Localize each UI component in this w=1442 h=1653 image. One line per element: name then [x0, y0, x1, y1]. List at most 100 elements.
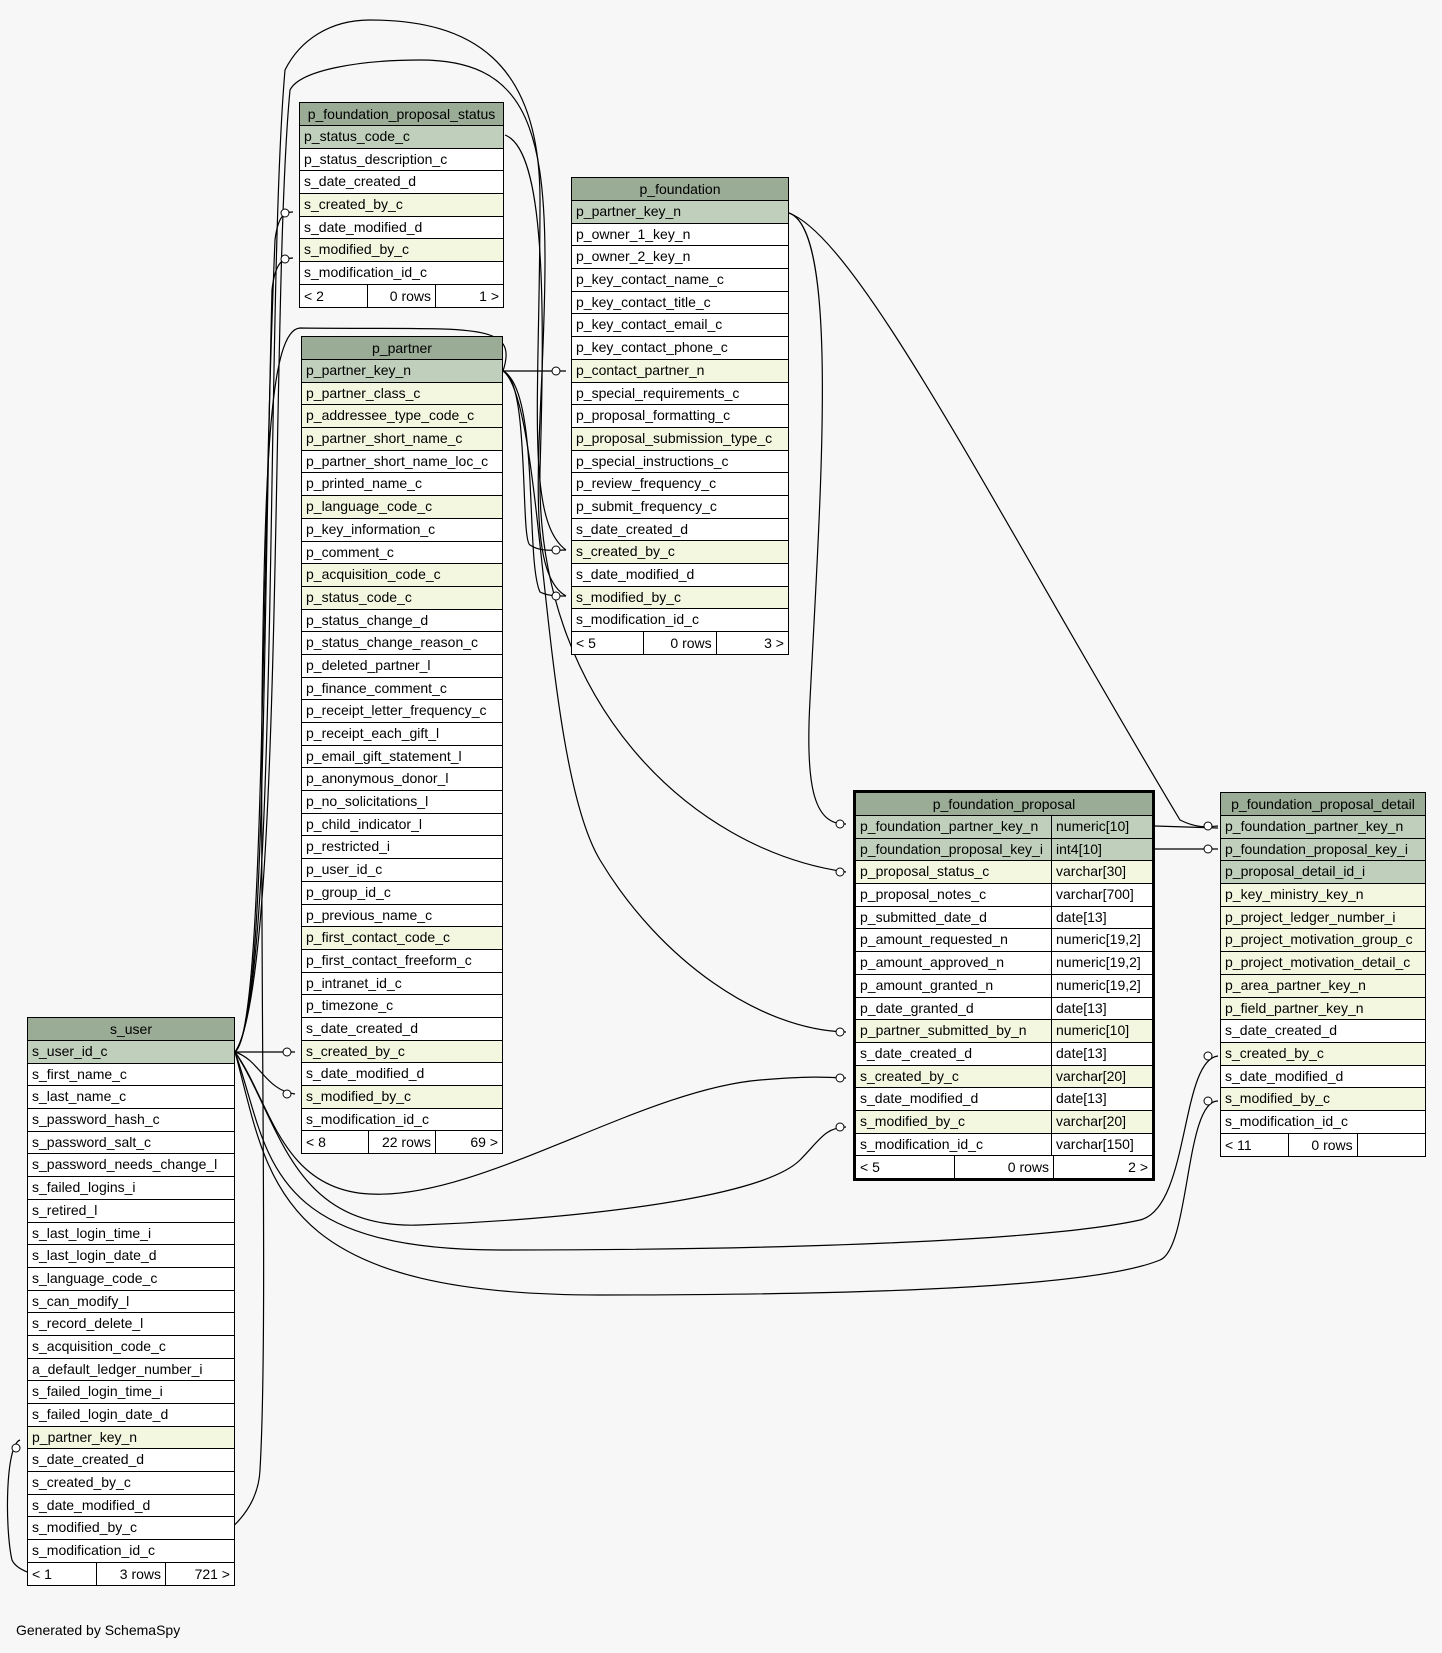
column-row[interactable]: a_default_ledger_number_i: [28, 1358, 234, 1382]
column-row[interactable]: p_foundation_partner_key_n: [1221, 816, 1425, 839]
column-row[interactable]: p_partner_key_n: [302, 360, 502, 383]
column-row[interactable]: s_modified_by_c: [300, 239, 503, 263]
column-row[interactable]: p_previous_name_c: [302, 904, 502, 928]
column-row[interactable]: s_acquisition_code_c: [28, 1335, 234, 1359]
children-count[interactable]: 69 >: [470, 1134, 498, 1151]
column-row[interactable]: s_created_by_c: [302, 1040, 502, 1064]
column-row[interactable]: s_created_by_c: [1221, 1042, 1425, 1066]
column-row[interactable]: p_anonymous_donor_l: [302, 768, 502, 792]
column-row[interactable]: s_date_created_d: [300, 171, 503, 195]
column-row[interactable]: p_key_ministry_key_n: [1221, 884, 1425, 907]
table-title[interactable]: p_partner: [302, 337, 502, 360]
table-title[interactable]: p_foundation_proposal_detail: [1221, 793, 1425, 816]
parents-count[interactable]: < 5: [572, 632, 645, 655]
column-row[interactable]: p_status_change_d: [302, 609, 502, 633]
column-row[interactable]: s_modified_by_c: [1221, 1088, 1425, 1111]
column-row[interactable]: p_key_contact_phone_c: [572, 337, 788, 360]
table-title[interactable]: s_user: [28, 1018, 234, 1041]
table-title[interactable]: p_foundation: [572, 178, 788, 201]
column-row[interactable]: p_special_instructions_c: [572, 450, 788, 474]
children-count[interactable]: 2 >: [1128, 1159, 1148, 1176]
column-row[interactable]: p_group_id_c: [302, 881, 502, 905]
column-row[interactable]: p_special_requirements_c: [572, 382, 788, 406]
column-row[interactable]: s_user_id_c: [28, 1041, 234, 1064]
column-row[interactable]: p_project_ledger_number_i: [1221, 906, 1425, 930]
column-row[interactable]: s_failed_login_date_d: [28, 1404, 234, 1427]
column-row[interactable]: p_finance_comment_c: [302, 677, 502, 701]
column-row[interactable]: p_status_change_reason_c: [302, 632, 502, 655]
column-row[interactable]: p_status_description_c: [300, 148, 503, 172]
column-row[interactable]: p_acquisition_code_c: [302, 564, 502, 587]
column-row[interactable]: p_partner_short_name_loc_c: [302, 450, 502, 474]
table-title[interactable]: p_foundation_proposal_status: [300, 103, 503, 126]
column-row[interactable]: p_comment_c: [302, 541, 502, 565]
column-row[interactable]: s_first_name_c: [28, 1063, 234, 1087]
column-row[interactable]: s_date_created_d: [1221, 1020, 1425, 1043]
children-count[interactable]: 3 >: [764, 635, 784, 652]
column-row[interactable]: p_proposal_formatting_c: [572, 405, 788, 428]
column-row[interactable]: p_deleted_partner_l: [302, 654, 502, 678]
column-row[interactable]: p_proposal_detail_id_i: [1221, 861, 1425, 885]
column-row[interactable]: s_last_name_c: [28, 1086, 234, 1110]
column-row[interactable]: s_record_delete_l: [28, 1313, 234, 1336]
column-row[interactable]: s_modification_id_c: [300, 262, 503, 285]
column-row[interactable]: s_date_modified_d: [302, 1063, 502, 1086]
column-row[interactable]: s_password_needs_change_l: [28, 1154, 234, 1178]
column-row[interactable]: p_partner_short_name_c: [302, 428, 502, 451]
parents-count[interactable]: < 8: [302, 1131, 369, 1154]
column-row[interactable]: p_status_code_c: [302, 586, 502, 610]
column-row[interactable]: p_proposal_submission_type_c: [572, 427, 788, 451]
column-row[interactable]: p_area_partner_key_n: [1221, 974, 1425, 998]
column-row[interactable]: p_partner_key_n: [28, 1426, 234, 1450]
column-row[interactable]: p_child_indicator_l: [302, 813, 502, 837]
column-row[interactable]: p_email_gift_statement_l: [302, 745, 502, 769]
column-row[interactable]: p_printed_name_c: [302, 473, 502, 497]
column-row[interactable]: p_first_contact_code_c: [302, 927, 502, 950]
column-row[interactable]: s_modified_by_c: [302, 1086, 502, 1109]
column-row[interactable]: s_modification_id_c: [302, 1108, 502, 1132]
column-row[interactable]: p_addressee_type_code_c: [302, 405, 502, 429]
column-row[interactable]: s_created_by_c: [300, 194, 503, 217]
column-row[interactable]: s_modification_id_c: [1221, 1110, 1425, 1134]
parents-count[interactable]: < 1: [28, 1562, 97, 1585]
column-row[interactable]: s_last_login_time_i: [28, 1222, 234, 1246]
children-count[interactable]: [1358, 1134, 1425, 1156]
parents-count[interactable]: < 2: [300, 284, 368, 307]
column-row[interactable]: s_modified_by_c: [572, 586, 788, 610]
column-row[interactable]: p_receipt_each_gift_l: [302, 723, 502, 746]
table-title[interactable]: p_foundation_proposal: [856, 793, 1152, 816]
column-row[interactable]: s_modification_id_c: [28, 1540, 234, 1563]
column-row[interactable]: s_failed_login_time_i: [28, 1381, 234, 1404]
column-row[interactable]: s_date_created_d: [302, 1017, 502, 1041]
children-count[interactable]: 721 >: [194, 1565, 230, 1582]
column-row[interactable]: p_project_motivation_group_c: [1221, 929, 1425, 953]
column-row[interactable]: p_key_information_c: [302, 518, 502, 542]
column-row[interactable]: s_language_code_c: [28, 1267, 234, 1291]
column-row[interactable]: s_modification_id_c: [572, 609, 788, 633]
column-row[interactable]: p_partner_key_n: [572, 201, 788, 224]
column-row[interactable]: p_language_code_c: [302, 496, 502, 519]
parents-count[interactable]: < 11: [1221, 1133, 1290, 1156]
column-row[interactable]: s_password_salt_c: [28, 1131, 234, 1155]
column-row[interactable]: p_restricted_i: [302, 836, 502, 860]
column-row[interactable]: p_key_contact_email_c: [572, 314, 788, 338]
column-row[interactable]: p_status_code_c: [300, 126, 503, 149]
column-row[interactable]: s_date_modified_d: [572, 564, 788, 587]
column-row[interactable]: p_partner_class_c: [302, 382, 502, 406]
column-row[interactable]: s_created_by_c: [572, 541, 788, 564]
